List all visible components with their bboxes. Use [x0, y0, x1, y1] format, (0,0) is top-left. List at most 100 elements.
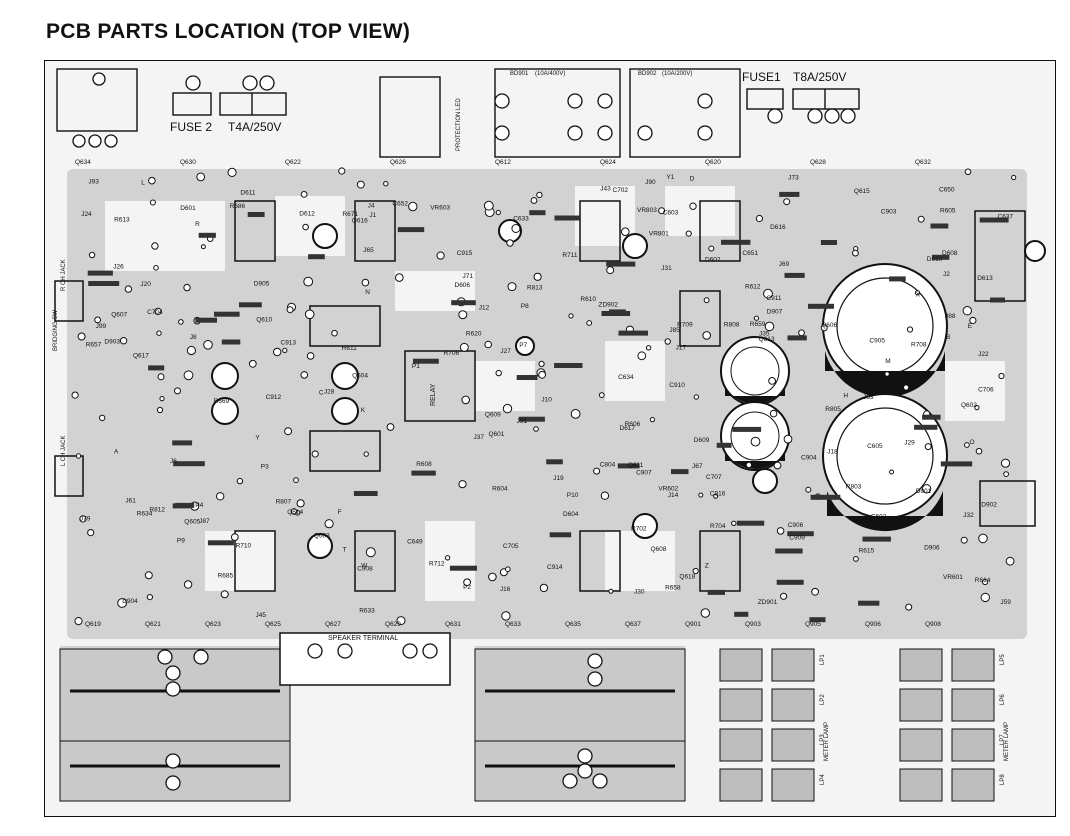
part-label: R685 — [218, 573, 234, 580]
pad — [664, 338, 671, 345]
resistor-body — [529, 210, 546, 216]
part-label: J43 — [600, 185, 611, 192]
resistor-body — [779, 191, 800, 197]
part-label: F — [338, 509, 342, 516]
pad — [645, 345, 652, 351]
resistor-body — [808, 303, 834, 309]
pad — [395, 273, 404, 282]
resistor-body — [606, 261, 636, 267]
pad — [773, 461, 782, 470]
part-label: R612 — [745, 284, 761, 291]
part-label: C702 — [613, 187, 629, 194]
part-label: C914 — [547, 564, 563, 571]
pad — [220, 590, 229, 599]
part-label: R710 — [236, 542, 252, 549]
small-capacitors — [211, 219, 1046, 559]
resistor-body — [308, 254, 325, 260]
part-label: J17 — [676, 344, 687, 351]
resistor-body — [940, 461, 973, 467]
resistor-body — [413, 358, 439, 364]
pad — [304, 309, 315, 320]
pad — [157, 373, 165, 381]
resistor-body — [889, 276, 906, 282]
resistor-body — [195, 317, 217, 323]
part-label: J8 — [190, 334, 197, 341]
resistor-body — [87, 270, 113, 276]
part-label: R706 — [444, 350, 460, 357]
fuse1-rating: T8A/250V — [793, 70, 846, 84]
resistor-body — [554, 215, 580, 221]
part-label: C916 — [710, 491, 726, 498]
pad — [982, 578, 989, 586]
pad — [159, 396, 165, 402]
part-label: Q628 — [810, 159, 826, 166]
pad — [685, 230, 692, 237]
pad — [658, 207, 666, 215]
part-label: C911 — [766, 295, 781, 302]
pad — [488, 572, 497, 582]
pad — [363, 451, 369, 457]
pad — [273, 347, 282, 357]
pad — [495, 209, 501, 216]
speaker-terminal-label: SPEAKER TERMINAL — [328, 635, 398, 642]
pad — [300, 191, 308, 198]
part-label: R808 — [724, 322, 740, 329]
part-label: Q633 — [505, 621, 521, 628]
lamp-socket — [719, 728, 763, 762]
part-label: ZD902 — [599, 302, 619, 309]
pad — [621, 227, 630, 236]
part-label: Q617 — [133, 352, 149, 359]
resistor-body — [207, 540, 234, 546]
resistor-body — [820, 240, 837, 245]
part-label: Q620 — [705, 159, 721, 166]
part-label: E — [968, 323, 973, 330]
pad — [183, 283, 191, 292]
pad — [924, 443, 932, 451]
part-label: Q631 — [445, 621, 461, 628]
resistor-body — [776, 579, 804, 585]
pad — [79, 515, 87, 523]
part-label: J4 — [368, 203, 375, 210]
pad — [608, 588, 614, 594]
part-label: P7 — [519, 342, 527, 349]
part-label: J28 — [324, 389, 335, 396]
pad — [174, 387, 181, 395]
part-label: Y1 — [666, 174, 674, 181]
part-label: R659 — [750, 321, 766, 328]
part-label: J87 — [199, 518, 210, 525]
pad — [1000, 458, 1011, 468]
part-label: R712 — [429, 560, 445, 567]
pad — [154, 307, 162, 315]
resistor-body — [221, 339, 241, 345]
pad — [538, 370, 547, 379]
part-label: R610 — [580, 296, 596, 303]
resistor-body — [617, 463, 640, 469]
lamp-label: LP3 — [820, 734, 826, 745]
part-label: D904 — [122, 598, 138, 605]
pad — [296, 499, 305, 508]
part-label: C605 — [867, 443, 883, 450]
part-label: Q634 — [75, 159, 91, 166]
part-label: C634 — [618, 374, 634, 381]
pad — [586, 320, 593, 326]
part-label: C908 — [357, 565, 373, 572]
pad — [484, 340, 493, 349]
part-label: D606 — [455, 282, 471, 289]
part-label: R711 — [562, 252, 577, 259]
pad — [203, 340, 213, 350]
resistor-body — [734, 611, 749, 617]
resistor-body — [922, 414, 941, 420]
part-label: J12 — [479, 304, 490, 311]
part-label: J90 — [645, 179, 656, 186]
pad — [753, 315, 760, 321]
lamp-label: LP4 — [820, 774, 826, 785]
pad — [964, 442, 970, 448]
pad — [153, 265, 159, 271]
resistor-body — [518, 416, 545, 422]
part-label: ZD901 — [758, 599, 778, 606]
lamp-label: LP6 — [1000, 694, 1006, 705]
part-label: Q908 — [925, 621, 941, 628]
part-label: VR602 — [658, 486, 678, 493]
pad — [286, 306, 294, 314]
pad — [974, 405, 980, 411]
